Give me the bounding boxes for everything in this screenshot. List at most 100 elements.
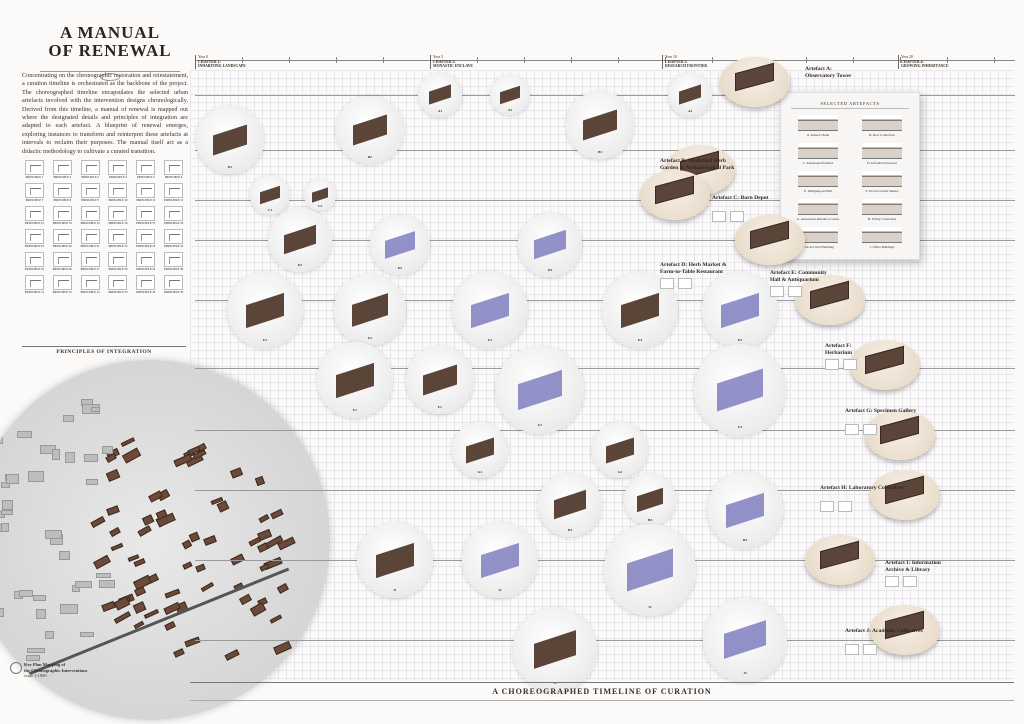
artefact-sketch-image	[798, 171, 838, 187]
principle-mini-icon	[843, 359, 857, 370]
principle-label: PRINCIPLE 28	[108, 268, 128, 271]
artefact-sketch-image	[862, 171, 902, 187]
principle-label: PRINCIPLE 6	[164, 176, 183, 179]
artefact-name: Archive & Library	[885, 566, 931, 573]
key-plan-context-building	[0, 432, 4, 444]
artefact-model-disc	[805, 535, 875, 585]
building-model	[518, 369, 562, 411]
artefact-model-disc	[870, 605, 940, 655]
key-plan-building	[110, 542, 124, 552]
key-plan-context-building	[1, 523, 10, 532]
principle-item: PRINCIPLE 14	[50, 206, 75, 225]
timeline-tick	[947, 57, 948, 63]
artefact-name: Observatory Tower	[805, 72, 852, 79]
artefact-sketch-image	[862, 199, 902, 215]
key-plan-building	[224, 648, 240, 661]
artefact-sketch-image	[798, 115, 838, 131]
intervention-vignette: E5	[702, 272, 778, 348]
building-model	[627, 548, 673, 592]
intervention-vignette: F3	[496, 346, 584, 434]
artefact-building	[865, 345, 905, 374]
principle-item: PRINCIPLE 6	[161, 160, 186, 179]
principle-diagram-icon	[52, 229, 72, 244]
key-plan-building	[105, 505, 120, 517]
artefact-label: Artefact C: Barn Depot	[712, 195, 768, 202]
key-plan-building	[105, 469, 120, 482]
principle-diagram-icon	[80, 252, 100, 267]
key-plan-building	[269, 613, 283, 624]
principle-diagram-icon	[136, 206, 156, 221]
timeline-tick	[242, 57, 243, 63]
artefact-title: Artefact F:	[825, 343, 852, 349]
timeline-tick	[853, 57, 854, 63]
principle-item: PRINCIPLE 8	[50, 183, 75, 202]
principle-item: PRINCIPLE 32	[50, 275, 75, 294]
timeline-axis	[195, 60, 1015, 61]
selected-artefact-label: A. Raised Chalet	[806, 133, 830, 137]
principle-mini-icon	[838, 501, 852, 512]
artefact-sketch-image	[862, 143, 902, 159]
vignette-label: D1	[297, 262, 303, 267]
key-plan-building	[164, 588, 181, 599]
selected-artefact-label: F. Vacant Central Market	[865, 189, 899, 193]
artefact-principles	[825, 359, 857, 370]
principle-item: PRINCIPLE 10	[106, 183, 131, 202]
artefact-principles	[845, 424, 877, 435]
intervention-vignette: A3	[668, 73, 712, 117]
key-plan-building	[203, 534, 217, 546]
timeline-tick	[665, 57, 666, 63]
artefact-principles	[660, 278, 692, 289]
key-plan-context-building	[101, 446, 113, 454]
key-plan-building	[239, 593, 252, 605]
principle-diagram-icon	[108, 229, 128, 244]
intervention-vignette: E3	[452, 272, 528, 348]
intervention-vignette: F4	[694, 344, 786, 436]
principle-item: PRINCIPLE 1	[22, 160, 47, 179]
key-plan-context-building	[83, 454, 98, 462]
intervention-vignette: D1	[268, 208, 332, 272]
intervention-vignette: G2	[592, 422, 648, 478]
artefact-title: Artefact C: Barn Depot	[712, 195, 769, 201]
artefact-principles	[820, 501, 852, 512]
intervention-vignette: B3	[566, 91, 634, 159]
principle-label: PRINCIPLE 33	[80, 291, 100, 294]
principle-diagram-icon	[108, 206, 128, 221]
principle-mini-icon	[730, 211, 744, 222]
building-model	[423, 364, 457, 396]
principle-diagram-icon	[136, 275, 156, 290]
principle-item: PRINCIPLE 22	[106, 229, 131, 248]
principle-label: PRINCIPLE 21	[80, 245, 100, 248]
building-model	[260, 185, 280, 205]
chapter-year: Year 20	[901, 55, 913, 59]
artefact-label: Artefact J: Academic Collectives	[845, 628, 923, 635]
principle-label: PRINCIPLE 13	[24, 222, 44, 225]
artefact-timeline-row	[195, 640, 1015, 641]
intervention-vignette: B2	[336, 96, 404, 164]
key-plan-building	[259, 563, 270, 572]
selected-artefact-label: J. Office Buildings	[869, 245, 895, 249]
intervention-vignette: I1	[357, 522, 433, 598]
building-model	[352, 293, 388, 327]
key-plan-context-building	[58, 551, 71, 560]
selected-artefact-item: F. Vacant Central Market	[853, 171, 911, 193]
key-plan-building	[258, 513, 270, 524]
key-plan-context-building	[90, 407, 101, 413]
key-plan-context-building	[0, 509, 13, 516]
vignette-label: D2	[397, 266, 403, 271]
artefact-principles	[885, 576, 917, 587]
key-plan-building	[113, 610, 131, 624]
chapter-number: CHAPTER 3:	[665, 59, 688, 64]
building-model	[471, 292, 509, 328]
key-plan-building	[184, 637, 201, 649]
principle-diagram-icon	[136, 252, 156, 267]
principle-diagram-icon	[164, 206, 184, 221]
vignette-label: F3	[538, 422, 542, 427]
title-line-1: A MANUAL	[59, 23, 161, 42]
principle-diagram-icon	[80, 206, 100, 221]
key-plan-building	[182, 561, 193, 571]
artefact-label: Artefact D: Herb Market &Farm-to-Table R…	[660, 262, 726, 275]
